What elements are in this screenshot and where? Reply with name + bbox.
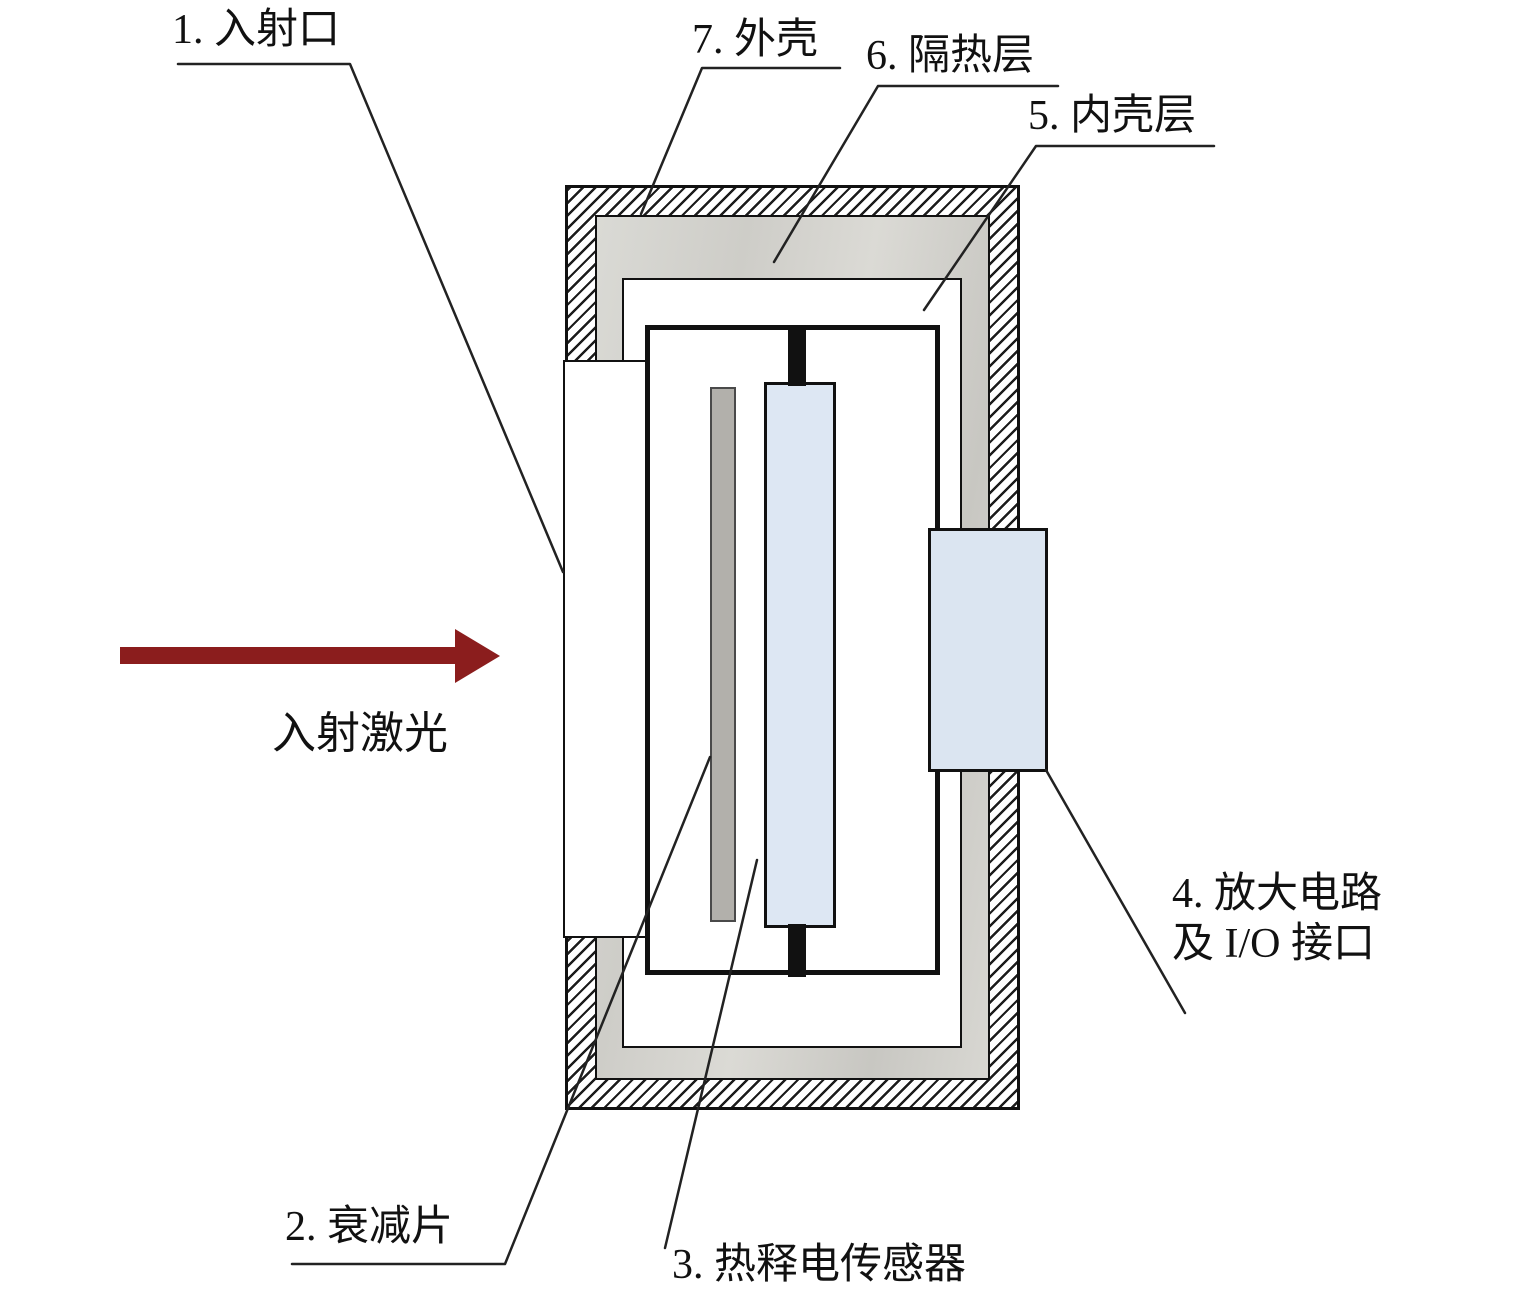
label-inner-shell: 5. 内壳层 bbox=[1028, 93, 1197, 139]
incident-port-opening bbox=[563, 360, 650, 938]
attenuator-plate bbox=[710, 387, 736, 922]
label-insulation: 6. 隔热层 bbox=[866, 33, 1035, 79]
leader-amplifier bbox=[1044, 768, 1187, 1015]
sensor-mount-top bbox=[788, 328, 806, 386]
laser-arrow-shaft bbox=[120, 647, 455, 664]
label-pyro-sensor: 3. 热释电传感器 bbox=[672, 1242, 967, 1288]
sensor-mount-bottom bbox=[788, 924, 806, 977]
amplifier-io-box bbox=[928, 528, 1048, 772]
label-attenuator: 2. 衰减片 bbox=[285, 1204, 454, 1250]
pyroelectric-sensor-plate bbox=[764, 382, 836, 928]
label-amplifier: 4. 放大电路 及 I/O 接口 bbox=[1172, 870, 1382, 969]
label-incident-laser: 入射激光 bbox=[272, 709, 448, 758]
laser-arrow-head bbox=[455, 629, 500, 683]
leader-incident-port bbox=[176, 62, 565, 574]
label-outer-shell: 7. 外壳 bbox=[692, 17, 819, 63]
label-amplifier-line2: 及 I/O 接口 bbox=[1172, 920, 1375, 967]
label-incident-port: 1. 入射口 bbox=[172, 7, 341, 53]
label-amplifier-line1: 4. 放大电路 bbox=[1172, 871, 1383, 917]
